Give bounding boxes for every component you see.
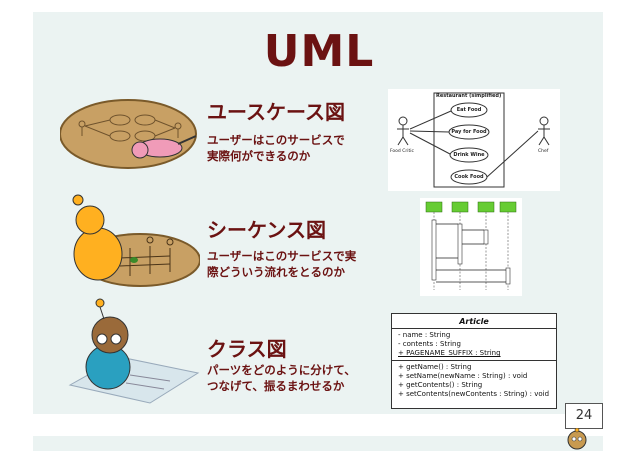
sequence-desc-line1: ユーザーはこのサービスで実 <box>207 249 357 263</box>
class-attribute: + PAGENAME_SUFFIX : String <box>398 349 501 357</box>
sequence-illustration <box>72 194 200 287</box>
mascot-icon <box>567 428 587 450</box>
class-illustration <box>68 298 200 404</box>
usecase-title: ユースケース図 <box>207 100 345 124</box>
class-method: + setName(newName : String) : void <box>398 372 528 380</box>
sequence-diagram <box>420 198 522 296</box>
sequence-title: シーケンス図 <box>207 218 326 242</box>
page-number: 24 <box>565 403 603 429</box>
sequence-desc-line2: 際どういう流れをとるのか <box>207 265 345 279</box>
usecase-desc-line2: 実際何ができるのか <box>207 149 311 163</box>
usecase-case-1: Eat Food <box>456 107 482 113</box>
class-desc-line2: つなげて、振るまわせるか <box>207 379 345 393</box>
usecase-actor-right: Chef <box>538 149 549 154</box>
usecase-case-2: Pay for Food <box>451 129 487 135</box>
usecase-actor-left: Food Critic <box>390 149 414 154</box>
usecase-system-label: Restaurant (simplified) <box>436 93 502 99</box>
usecase-case-3: Drink Wine <box>453 152 485 158</box>
usecase-case-4: Cook Food <box>454 174 484 180</box>
usecase-illustration <box>60 99 197 169</box>
class-name: Article <box>392 314 556 329</box>
footer-band <box>33 436 603 451</box>
class-title: クラス図 <box>207 337 287 361</box>
class-attributes: - name : String - contents : String + PA… <box>392 329 556 361</box>
class-methods: + getName() : String + setName(newName :… <box>392 361 556 401</box>
usecase-desc-line1: ユーザーはこのサービスで <box>207 133 345 147</box>
class-diagram: Article - name : String - contents : Str… <box>391 313 557 409</box>
slide-title: UML <box>263 26 375 77</box>
class-desc-line1: パーツをどのように分けて、 <box>207 363 356 377</box>
class-attribute: - contents : String <box>398 340 461 348</box>
class-attribute: - name : String <box>398 331 451 339</box>
usecase-diagram: Restaurant (simplified) Eat Food Pay for… <box>388 89 560 191</box>
class-method: + getContents() : String <box>398 381 483 389</box>
class-method: + setContents(newContents : String) : vo… <box>398 390 550 398</box>
class-method: + getName() : String <box>398 363 472 371</box>
